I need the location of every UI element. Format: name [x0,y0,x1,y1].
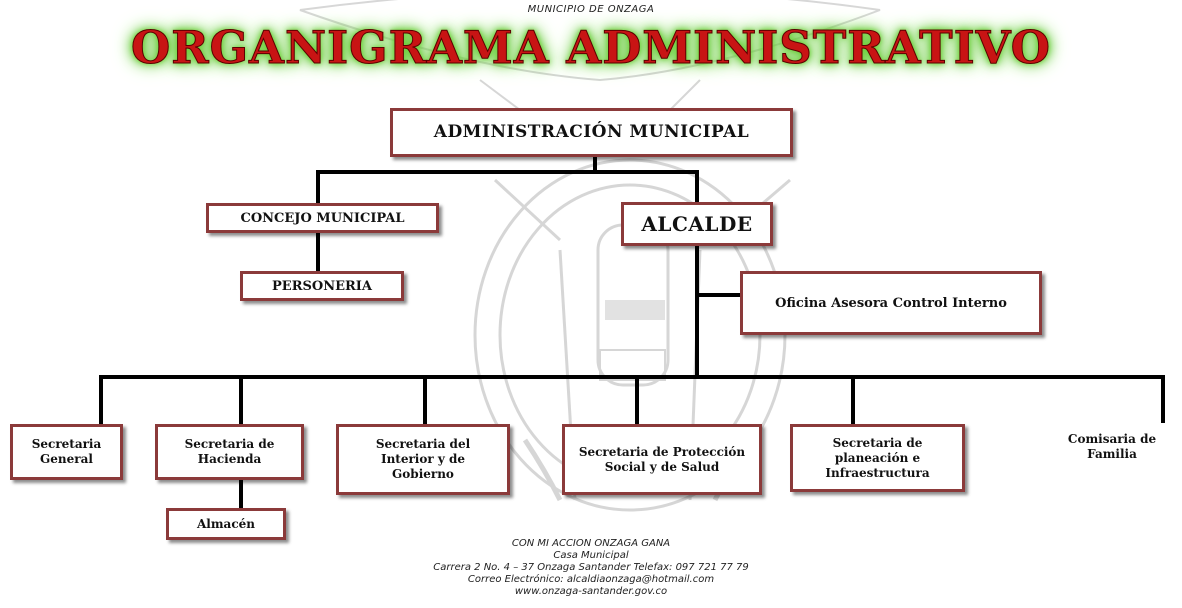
node-alcalde: ALCALDE [621,202,773,246]
node-comisaria-familia: Comisaria de Familia [1067,432,1157,461]
node-secretaria-planeacion-infraestructura: Secretaria de planeación e Infraestructu… [790,424,965,492]
node-secretaria-proteccion-social-salud: Secretaria de Protección Social y de Sal… [562,424,762,495]
municipality-name: MUNICIPIO DE ONZAGA [527,4,655,15]
node-secretaria-hacienda: Secretaria de Hacienda [155,424,304,480]
chart-title: ORGANIGRAMA ADMINISTRATIVO [131,21,1051,75]
node-oficina-control-interno: Oficina Asesora Control Interno [740,271,1042,335]
footer-email: Correo Electrónico: alcaldiaonzaga@hotma… [467,574,715,585]
node-almacen: Almacén [166,508,286,540]
footer-website: www.onzaga-santander.gov.co [514,586,668,597]
node-concejo-municipal: CONCEJO MUNICIPAL [206,203,439,233]
node-secretaria-general: Secretaria General [10,424,123,480]
footer: CON MI ACCION ONZAGA GANA Casa Municipal… [0,538,1182,598]
footer-address: Carrera 2 No. 4 – 37 Onzaga Santander Te… [433,562,749,573]
node-administracion-municipal: ADMINISTRACIÓN MUNICIPAL [390,108,793,157]
footer-casa: Casa Municipal [553,550,629,561]
node-personeria: PERSONERIA [240,271,404,301]
node-secretaria-interior-gobierno: Secretaria del Interior y de Gobierno [336,424,510,495]
footer-slogan: CON MI ACCION ONZAGA GANA [511,538,671,549]
